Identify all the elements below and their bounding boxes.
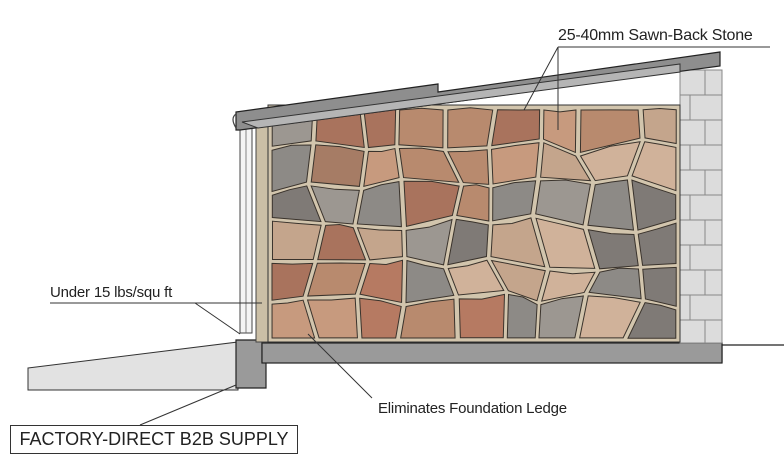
stone (356, 181, 402, 228)
stone (400, 298, 456, 339)
stone (456, 184, 490, 222)
supply-badge: FACTORY-DIRECT B2B SUPPLY (10, 425, 298, 454)
stone (579, 141, 641, 182)
stone (271, 144, 312, 193)
concrete-block (679, 69, 723, 96)
stone (579, 295, 641, 339)
stone (587, 179, 635, 231)
stone (631, 141, 677, 192)
stone (405, 259, 455, 304)
stone (627, 302, 677, 339)
stone (271, 262, 314, 301)
stone (642, 108, 677, 145)
stone (588, 267, 642, 300)
concrete-block (679, 194, 723, 221)
stone (492, 180, 537, 222)
exterior-grade (27, 341, 239, 391)
stone (307, 262, 366, 297)
concrete-block (679, 94, 723, 121)
stone (317, 224, 367, 261)
stone (363, 108, 397, 149)
concrete-block (679, 219, 723, 246)
stone (543, 109, 577, 154)
concrete-block (679, 269, 723, 296)
concrete-block (679, 169, 723, 196)
stone-leader-1 (523, 46, 559, 111)
stone (491, 109, 541, 147)
concrete-block-wall (679, 69, 723, 344)
stone (490, 142, 540, 185)
stone (642, 266, 677, 307)
concrete-block (679, 119, 723, 146)
concrete-block (679, 144, 723, 171)
stone (541, 270, 596, 302)
stone (403, 180, 460, 227)
stone (579, 109, 641, 154)
stone (447, 218, 489, 266)
concrete-block (679, 244, 723, 271)
stone (535, 179, 591, 226)
stone (271, 185, 322, 223)
stone (359, 297, 402, 339)
stone (535, 217, 596, 269)
stone (363, 147, 400, 188)
stone (271, 220, 322, 260)
stone (447, 149, 490, 185)
stone (447, 259, 505, 296)
concrete-block (679, 319, 723, 344)
weight-leader (194, 302, 241, 335)
stone (359, 259, 404, 304)
foundation-ledge-label: Eliminates Foundation Ledge (378, 400, 567, 417)
gutter (232, 113, 237, 129)
stone (587, 229, 639, 270)
stone (398, 107, 444, 149)
stone-thickness-label: 25-40mm Sawn-Back Stone (558, 27, 753, 44)
supply-leader (139, 384, 237, 426)
stone (306, 297, 358, 339)
stone (310, 144, 365, 187)
stone (458, 293, 506, 339)
ledge-leader (307, 333, 373, 399)
stone (538, 295, 584, 339)
concrete-block (679, 294, 723, 321)
stone (398, 147, 460, 183)
stone (447, 107, 494, 149)
stone (506, 293, 538, 339)
stone (490, 217, 546, 268)
stone (631, 179, 677, 231)
stone (637, 222, 677, 266)
stone (405, 218, 453, 266)
wall-backer (255, 119, 269, 343)
stone (271, 299, 316, 339)
stone (490, 259, 546, 302)
stone (310, 185, 360, 225)
stone (540, 142, 592, 182)
stone (356, 227, 403, 261)
roof-soffit (241, 63, 681, 129)
weight-label: Under 15 lbs/squ ft (50, 284, 173, 301)
slab (261, 342, 723, 364)
